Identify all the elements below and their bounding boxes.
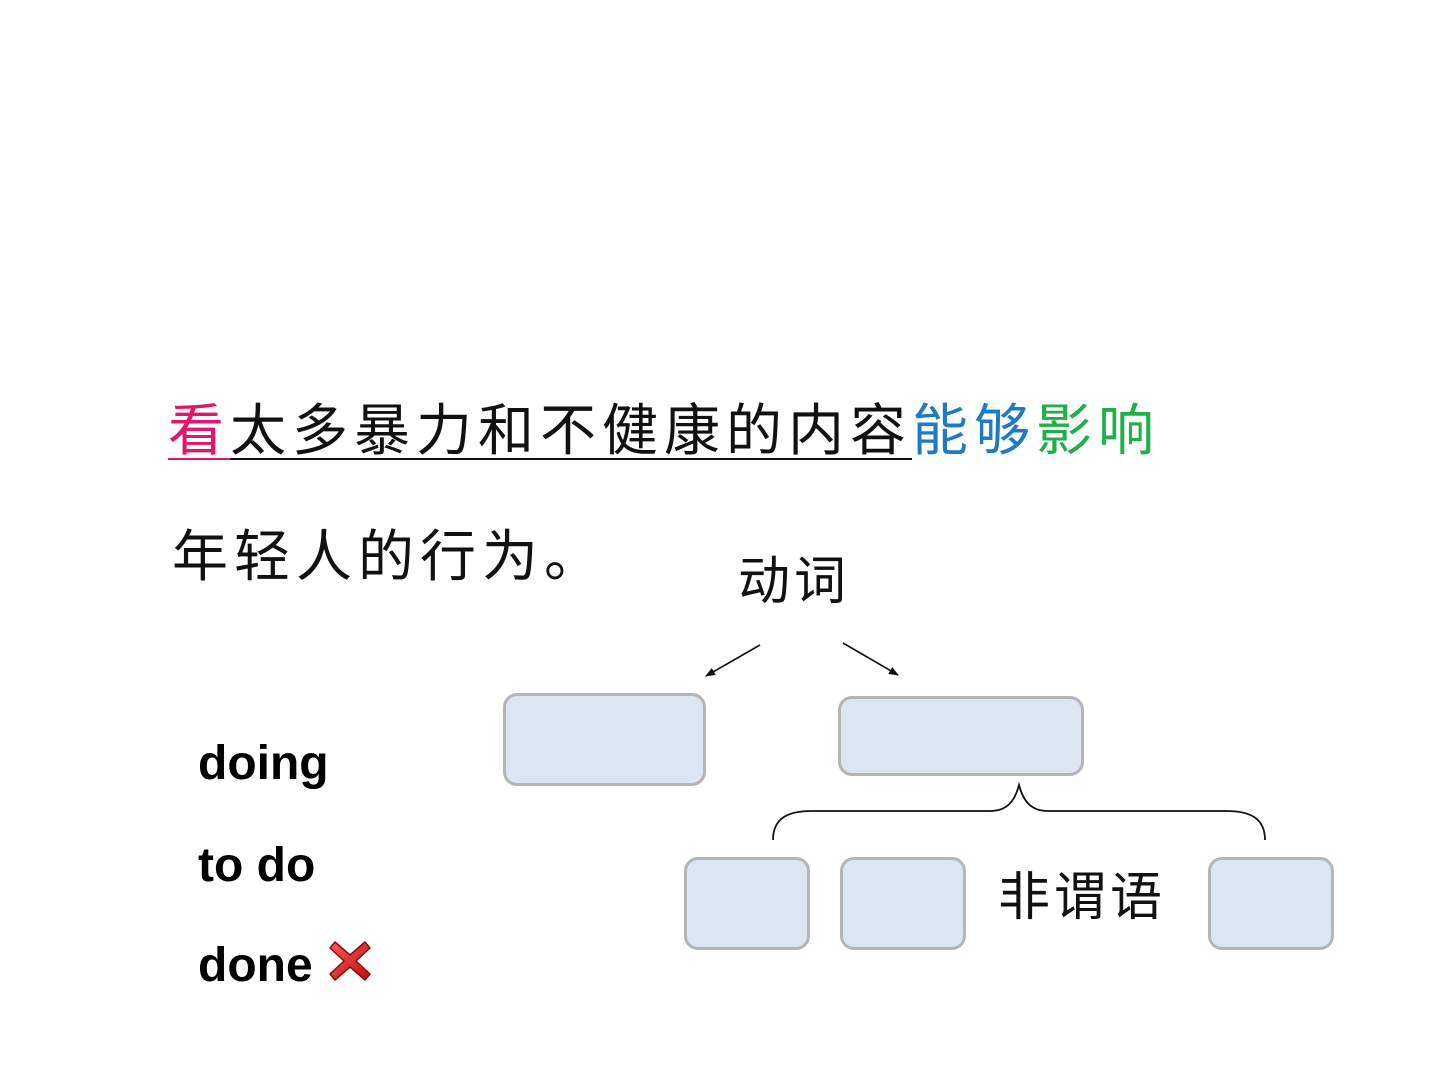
nonfinite-form-box-1	[684, 857, 810, 950]
example-sentence-line-1: 看太多暴力和不健康的内容能够影响	[168, 404, 1160, 460]
subject-verb-kan: 看	[168, 399, 230, 464]
finite-verb-box	[503, 693, 706, 786]
form-to-do: to do	[198, 839, 316, 892]
subject-rest: 太多暴力和不健康的内容	[230, 399, 912, 464]
form-doing: doing	[198, 737, 329, 790]
form-done-row: done	[198, 939, 373, 993]
nonfinite-verb-box	[838, 696, 1084, 776]
nonfinite-form-box-3	[1208, 857, 1334, 950]
modal-verb: 能够	[912, 399, 1036, 464]
arrow-to-finite-box	[705, 644, 761, 677]
arrow-to-nonfinite-box	[842, 642, 899, 676]
nonfinite-form-box-2	[840, 857, 966, 950]
verb-category-label: 动词	[738, 552, 851, 612]
nonfinite-label: 非谓语	[998, 868, 1167, 928]
red-cross-icon	[327, 938, 373, 993]
main-verb: 影响	[1036, 399, 1160, 464]
curly-brace	[772, 781, 1266, 841]
sentence-object: 年轻人的行为。	[172, 525, 606, 590]
example-sentence-line-2: 年轻人的行为。	[172, 530, 606, 586]
form-done: done	[198, 939, 313, 992]
